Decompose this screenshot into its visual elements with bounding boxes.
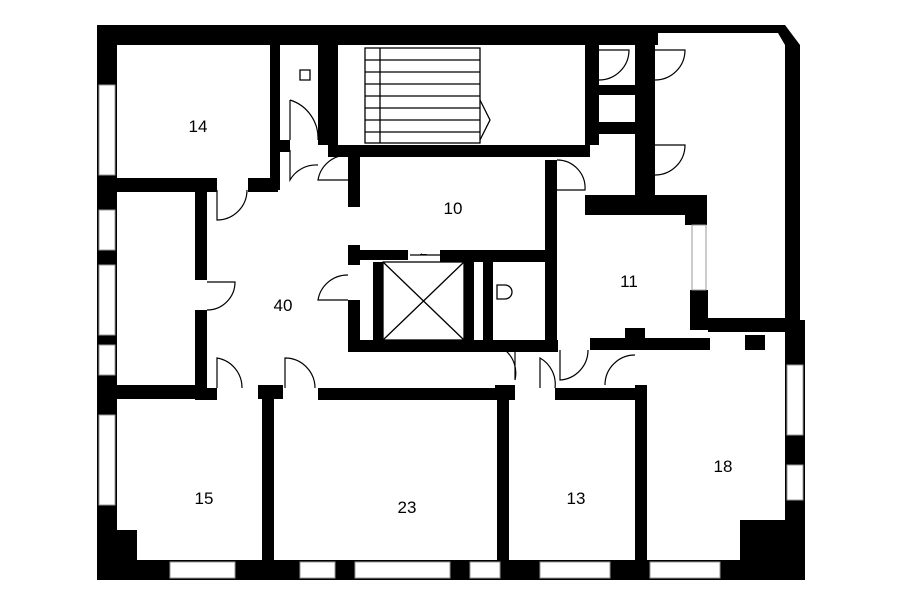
room-23-label: 23	[398, 498, 417, 517]
room-15-label: 15	[195, 489, 214, 508]
elevator-arrow: ←	[418, 247, 429, 259]
room-labels: 14 10 40 11 15 23 13 18	[189, 117, 733, 517]
toilet-icon	[299, 69, 311, 81]
room-11-label: 11	[620, 272, 638, 291]
doors	[206, 49, 686, 389]
toilet-icon	[496, 284, 513, 300]
room-13-label: 13	[567, 489, 586, 508]
windows	[98, 84, 804, 579]
stairs	[364, 47, 491, 144]
room-40-label: 40	[274, 296, 293, 315]
room-18-label: 18	[714, 457, 733, 476]
room-14-label: 14	[189, 117, 208, 136]
elevator: ←	[382, 247, 465, 341]
room-10-label: 10	[444, 199, 463, 218]
fixtures	[299, 69, 513, 300]
